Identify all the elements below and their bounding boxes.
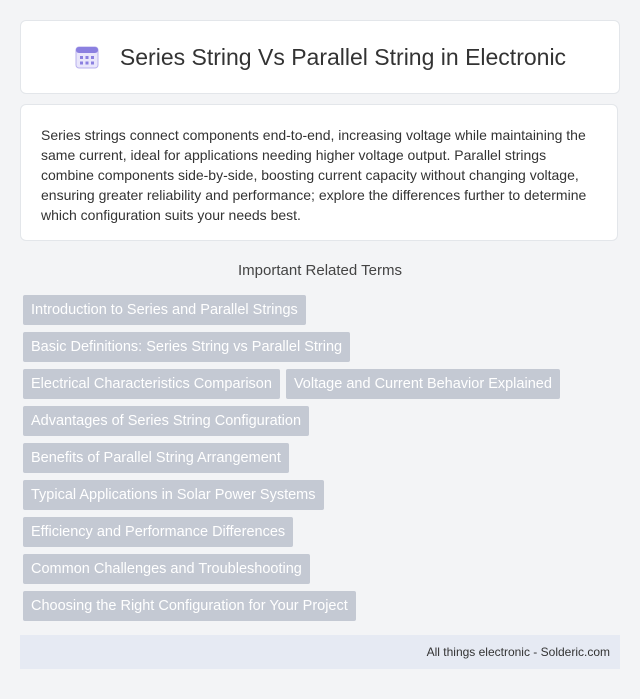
summary-text: Series strings connect components end-to… (41, 127, 587, 223)
term-tag[interactable]: Typical Applications in Solar Power Syst… (23, 480, 324, 510)
term-tag[interactable]: Introduction to Series and Parallel Stri… (23, 295, 306, 325)
related-terms-list: Introduction to Series and Parallel Stri… (23, 295, 623, 628)
summary-card: Series strings connect components end-to… (20, 104, 618, 241)
footer-credit: All things electronic - Solderic.com (426, 645, 610, 659)
term-tag[interactable]: Common Challenges and Troubleshooting (23, 554, 310, 584)
title-card: Series String Vs Parallel String in Elec… (20, 20, 620, 94)
term-tag[interactable]: Choosing the Right Configuration for You… (23, 591, 356, 621)
calendar-grid-icon (74, 44, 100, 70)
term-tag[interactable]: Advantages of Series String Configuratio… (23, 406, 310, 436)
related-terms-heading: Important Related Terms (238, 262, 402, 279)
term-tag[interactable]: Basic Definitions: Series String vs Para… (23, 332, 351, 362)
term-tag[interactable]: Voltage and Current Behavior Explained (285, 369, 560, 399)
term-tag[interactable]: Electrical Characteristics Comparison (23, 369, 280, 399)
term-tag[interactable]: Efficiency and Performance Differences (23, 517, 294, 547)
page-title: Series String Vs Parallel String in Elec… (119, 43, 567, 70)
footer-bar: All things electronic - Solderic.com (20, 635, 620, 669)
term-tag[interactable]: Benefits of Parallel String Arrangement (23, 443, 289, 473)
